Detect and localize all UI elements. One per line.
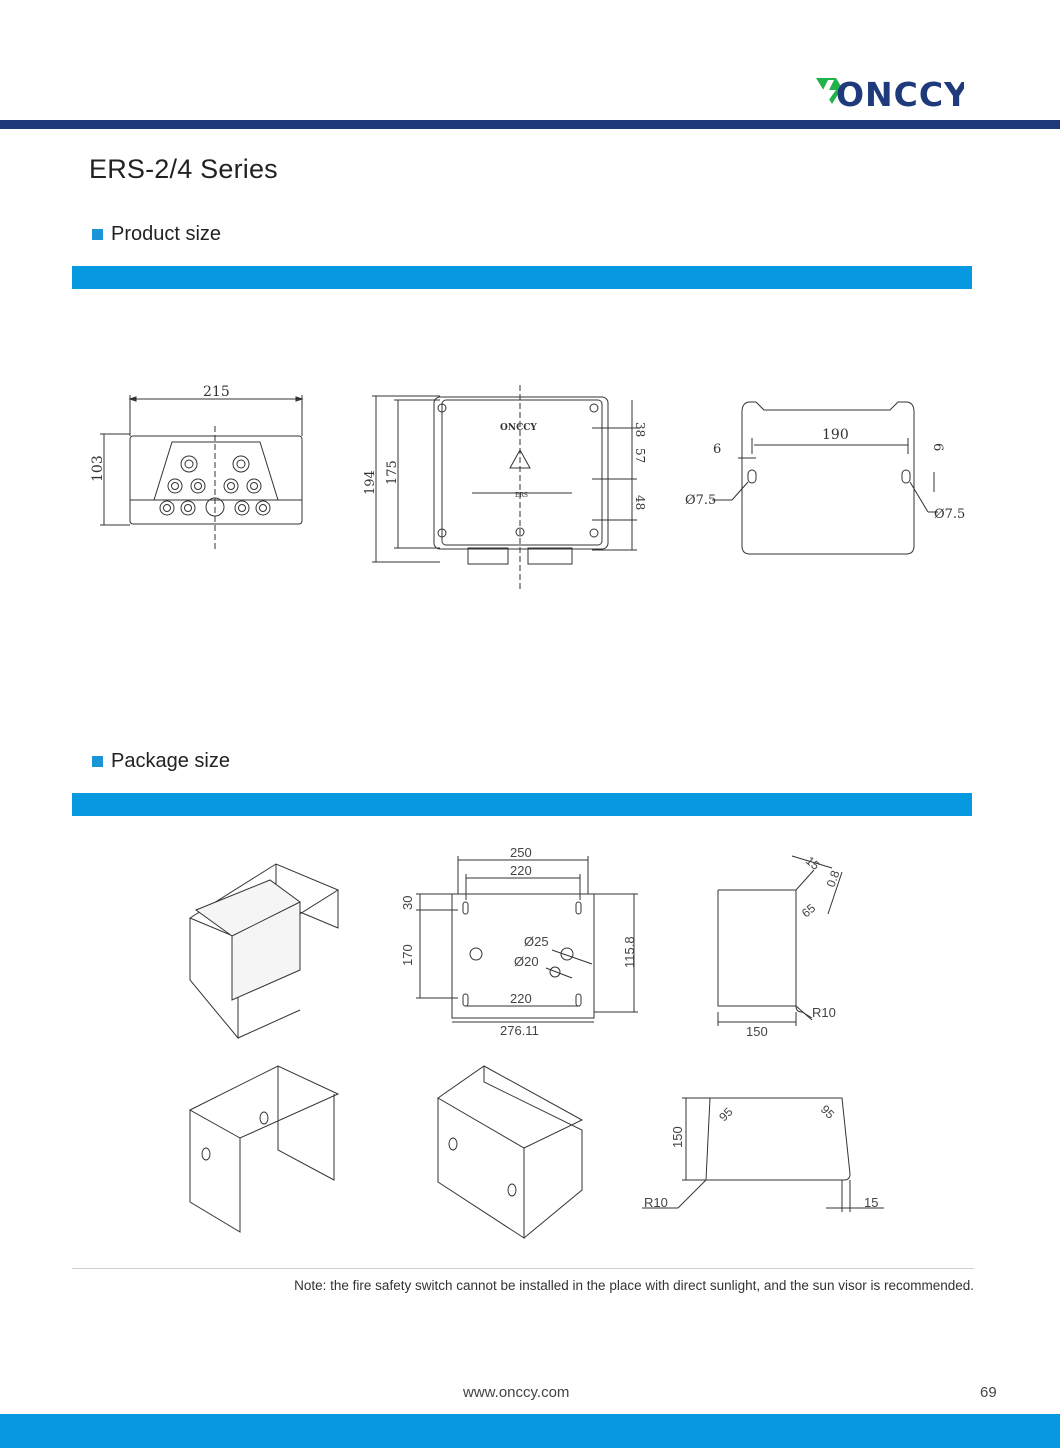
- dim-plate-inner-top: 220: [510, 863, 532, 878]
- dim-plate-height: 115.8: [622, 936, 637, 968]
- dim-plate-width: 276.11: [500, 1023, 539, 1038]
- package-size-drawings: 250 220 30 170 Ø25 Ø20 220 276.11 115.8 …: [188, 845, 884, 1239]
- product-size-label: Product size: [111, 223, 222, 245]
- device-label: ERS: [515, 492, 528, 499]
- front-view: [100, 395, 304, 550]
- header-rule: [0, 120, 1060, 129]
- dim-rear-hole-right: Ø7.5: [934, 507, 965, 522]
- iso-shelter-right: [437, 1065, 584, 1239]
- package-size-band: [72, 793, 972, 816]
- package-size-heading: Package size: [92, 750, 230, 773]
- installation-note: Note: the fire safety switch cannot be i…: [294, 1278, 974, 1293]
- dim-side-body: 175: [385, 460, 400, 485]
- dim-bottom-angle-left: 95: [716, 1105, 736, 1125]
- dim-bottom-height: 150: [670, 1126, 685, 1148]
- product-size-heading: Product size: [92, 223, 221, 246]
- dim-rear-spacing: 190: [822, 427, 849, 443]
- dim-hole-large: Ø25: [524, 934, 549, 949]
- dim-side-top: 38: [633, 422, 647, 437]
- iso-shelter-left: [188, 1065, 340, 1233]
- dim-bottom-angle-right: 95: [818, 1102, 838, 1122]
- note-divider: [72, 1268, 974, 1269]
- bullet-square-icon: [92, 756, 103, 767]
- dim-hole-small: Ø20: [514, 954, 539, 969]
- plate-drawing: [416, 856, 638, 1023]
- dim-plate-inner-bottom: 220: [510, 991, 532, 1006]
- onccy-logo: ONCCY: [816, 75, 964, 114]
- dim-side-width: 150: [746, 1024, 768, 1039]
- side-view: [372, 385, 637, 592]
- dim-side-flange: 15: [803, 854, 822, 874]
- dim-side-total: 194: [363, 470, 378, 495]
- bullet-square-icon: [92, 229, 103, 240]
- package-size-label: Package size: [111, 750, 230, 772]
- page-title: ERS-2/4 Series: [89, 154, 278, 184]
- bottom-bend-drawing: [642, 1097, 884, 1212]
- dim-side-thickness: 0.8: [824, 868, 843, 889]
- iso-with-box: [188, 863, 340, 1040]
- dim-side-radius: R10: [812, 1005, 836, 1020]
- logo-wordmark: ONCCY: [836, 75, 964, 114]
- dim-plate-hole-spacing: 170: [400, 944, 415, 966]
- dim-bottom-flange: 15: [864, 1195, 878, 1210]
- dim-rear-left-offset: 6: [713, 442, 721, 457]
- dim-front-width: 215: [203, 384, 230, 400]
- dim-side-mid: 57: [633, 448, 647, 463]
- dim-front-height: 103: [90, 455, 106, 482]
- footer-url[interactable]: www.onccy.com: [463, 1384, 570, 1401]
- product-size-band: [72, 266, 972, 289]
- dim-bottom-radius: R10: [644, 1195, 668, 1210]
- footer-band: [0, 1414, 1060, 1448]
- page-number: 69: [980, 1384, 997, 1401]
- dim-rear-hole-left: Ø7.5: [685, 493, 716, 508]
- dim-rear-right-offset: 6: [930, 443, 945, 451]
- side-bend-drawing: [717, 855, 843, 1026]
- dim-plate-outer-top: 250: [510, 845, 532, 860]
- dim-side-bottom: 48: [633, 495, 647, 510]
- rear-view: [712, 401, 938, 555]
- device-logo: ONCCY: [500, 423, 537, 433]
- dim-plate-margin: 30: [400, 896, 415, 910]
- product-size-drawings: 215 103 194 175 38 57 48 ONCCY ERS 190 6…: [90, 384, 965, 592]
- dim-side-angle: 65: [799, 901, 818, 921]
- logo-bolt-icon: [816, 78, 842, 108]
